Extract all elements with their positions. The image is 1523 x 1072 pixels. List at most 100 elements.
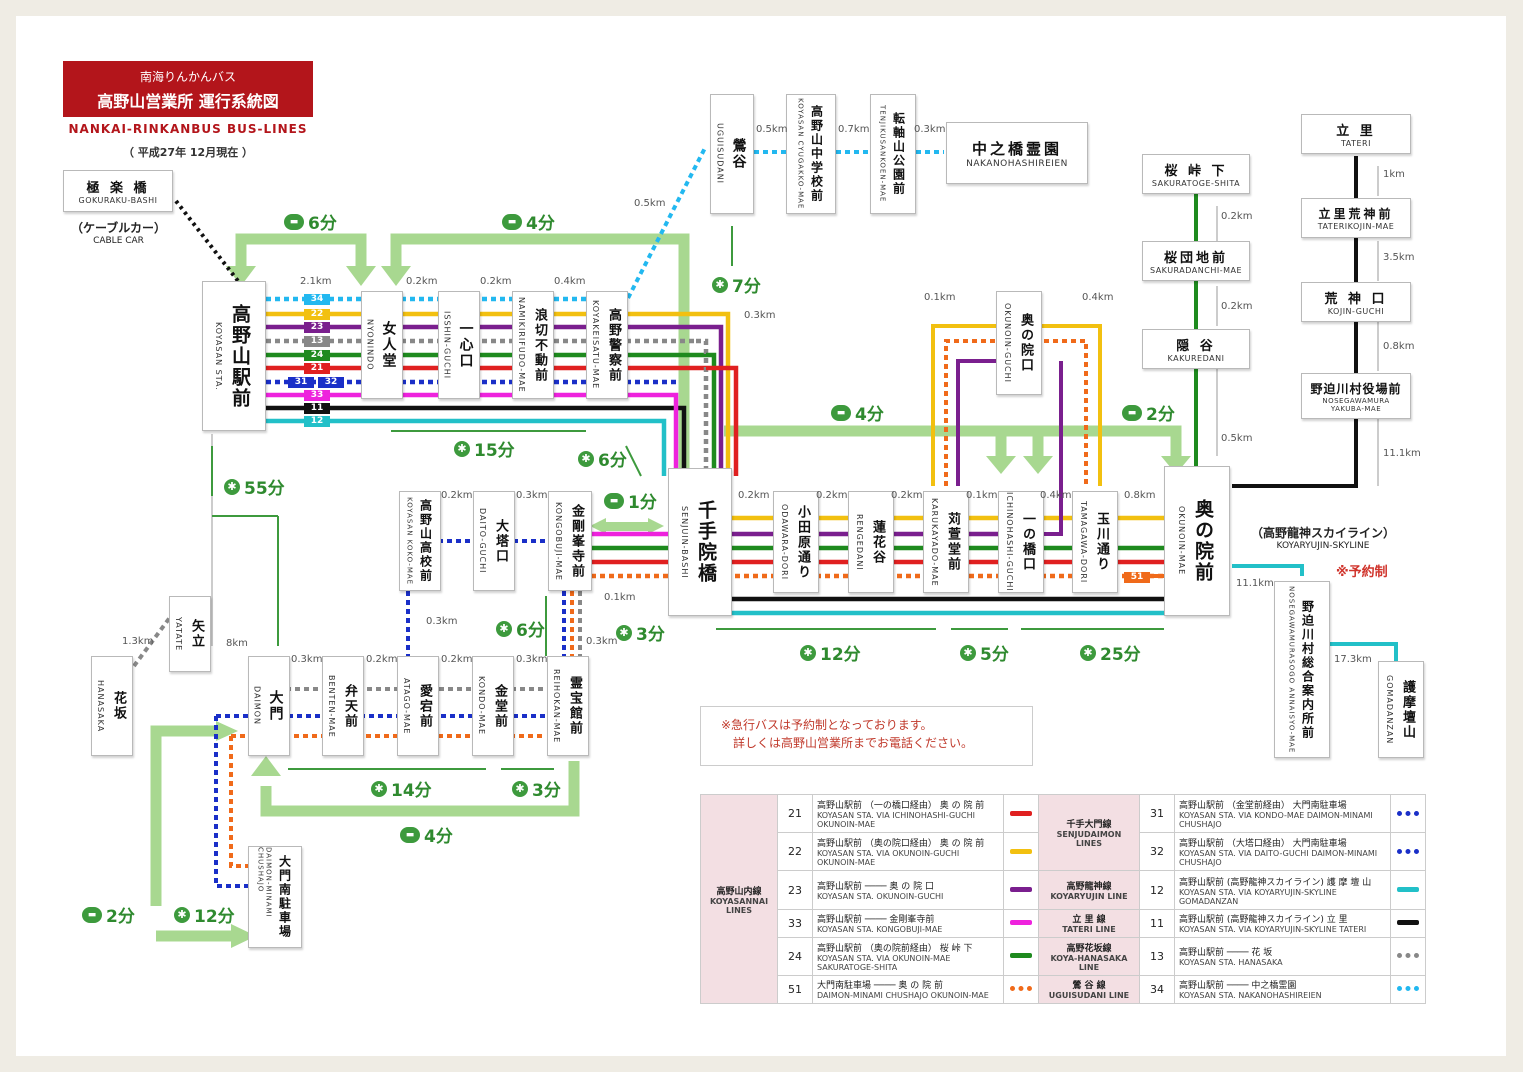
- stop-kongobuji[interactable]: 金剛峯寺前 KONGOBUJI-MAE: [548, 491, 592, 591]
- stop-daito[interactable]: 大塔口 DAITO-GUCHI: [473, 491, 515, 591]
- legend-swatch-cell: [1002, 832, 1039, 872]
- bus-time: ▬1分: [604, 488, 657, 513]
- stop-senjuin[interactable]: 千手院橋 SENJUIN-BASHI: [668, 468, 732, 616]
- walk-markers: [211, 226, 1164, 770]
- legend-line-en: UGUISUDANI LINE: [1048, 991, 1130, 1001]
- stop-okunoin-mae[interactable]: 奥の院前 OKUNOIN-MAE: [1164, 466, 1230, 616]
- stop-romaji: YATATE: [174, 616, 183, 652]
- stop-chugakko[interactable]: 高野山中学校前 KOYASAN CYUGAKKO-MAE: [786, 94, 836, 214]
- stop-nakanohashi[interactable]: 中之橋霊園 NAKANOHASHIREIEN: [946, 122, 1088, 184]
- stop-romaji: NAMIKIRIFUDO-MAE: [517, 297, 526, 393]
- stop-odawara[interactable]: 小田原通り ODAWARA-DORI: [773, 491, 819, 593]
- stop-daimon[interactable]: 大門 DAIMON: [248, 656, 290, 756]
- stop-daimon-parking[interactable]: 大門南駐車場 DAIMON-MINAMI CHUSHAJO: [248, 846, 302, 948]
- stop-tateri[interactable]: 立 里 TATERI: [1301, 114, 1411, 154]
- legend-swatch-cell: [1390, 793, 1426, 834]
- arrow-heads: [216, 266, 1191, 948]
- stop-uguisudani[interactable]: 鶯谷 UGUISUDANI: [710, 94, 754, 214]
- stop-label: 高野山高校前: [418, 499, 433, 583]
- stop-rengedani[interactable]: 蓮花谷 RENGEDANI: [848, 491, 894, 593]
- stop-keisatsu[interactable]: 高野警察前 KOYAKEISATU-MAE: [586, 291, 628, 399]
- stop-yatate[interactable]: 矢立 YATATE: [169, 596, 211, 672]
- legend-route-en: KOYASAN STA. VIA OKUNOIN-MAE SAKURATOGE-…: [817, 953, 951, 972]
- stop-koyasan-koko[interactable]: 高野山高校前 KOYASAN KOKO-MAE: [399, 491, 441, 591]
- stop-romaji: OKUNOIN-GUCHI: [1003, 302, 1012, 383]
- transfer-arrows: [150, 233, 1182, 942]
- stop-tenjiku[interactable]: 転軸山公園前 TENJIKUSANKOEN-MAE: [870, 94, 916, 214]
- stop-romaji: ATAGO-MAE: [402, 677, 411, 735]
- uguisudani-line: [622, 145, 944, 307]
- distance-label: 0.4km: [1082, 292, 1114, 303]
- stop-hanasaka[interactable]: 花坂 HANASAKA: [91, 656, 133, 756]
- legend-route-ja: 高野山駅前 ──── 花 坂: [1178, 948, 1273, 959]
- stop-label: 中之橋霊園: [971, 139, 1062, 158]
- distance-label: 0.8km: [1383, 341, 1415, 352]
- stop-kondo[interactable]: 金堂前 KONDO-MAE: [472, 656, 514, 756]
- legend-route-number: 51: [777, 974, 813, 1005]
- stop-kakuredani[interactable]: 隠 谷 KAKUREDANI: [1142, 329, 1250, 369]
- reservation-note: ※予約制: [1336, 565, 1388, 580]
- stop-romaji: ODAWARA-DORI: [780, 503, 789, 581]
- walk-time: ✱25分: [1080, 640, 1141, 665]
- stop-gokuraku[interactable]: 極 楽 橋 GOKURAKU-BASHI: [63, 170, 173, 212]
- notice-line: ※急行バスは予約制となっております。: [721, 718, 933, 732]
- stop-karukaya[interactable]: 苅萱堂前 KARUKAYADO-MAE: [923, 491, 969, 593]
- distance-label: 0.2km: [1221, 211, 1253, 222]
- stop-atago[interactable]: 愛宕前 ATAGO-MAE: [397, 656, 439, 756]
- route-badge: 24: [304, 350, 330, 361]
- stop-label: 大塔口: [493, 518, 508, 564]
- stop-nosegawa-yakuba[interactable]: 野迫川村役場前 NOSEGAWAMURA YAKUBA-MAE: [1301, 373, 1411, 419]
- stop-ichinohashi[interactable]: 一の橋口 ICHINOHASHI-GUCHI: [998, 491, 1044, 593]
- cable-car-romaji: CABLE CAR: [93, 236, 144, 246]
- stop-isshin[interactable]: 一心口 ISSHIN-GUCHI: [438, 291, 480, 399]
- notice-line: 詳しくは高野山営業所までお電話ください。: [733, 736, 974, 750]
- legend-route-en: KOYASAN STA. VIA DAITO-GUCHI DAIMON-MINA…: [1178, 849, 1378, 868]
- cable-car-line: [174, 199, 240, 283]
- walker-icon: ✱: [800, 644, 816, 661]
- legend-route-en: KOYASAN STA. NAKANOHASHIREIEN: [1178, 991, 1322, 1001]
- legend-line-en: KOYA-HANASAKA LINE: [1050, 953, 1128, 972]
- route-badge: 11: [304, 403, 330, 414]
- stop-nosegawa-annai[interactable]: 野迫川村総合案内所前 NOSEGAWAMURASOGO ANNAISYO-MAE: [1274, 581, 1330, 758]
- stop-reihokan[interactable]: 霊宝館前 REIHOKAN-MAE: [547, 656, 589, 756]
- legend-swatch: [1009, 848, 1032, 854]
- walker-icon: ✱: [371, 780, 387, 797]
- stop-sakuratoge[interactable]: 桜 峠 下 SAKURATOGE-SHITA: [1142, 154, 1250, 194]
- bus-time: ▬4分: [502, 209, 555, 234]
- stop-namikiri[interactable]: 浪切不動前 NAMIKIRIFUDO-MAE: [512, 291, 554, 399]
- legend-route-en: KOYASAN STA. VIA KONDO-MAE DAIMON-MINAMI…: [1178, 811, 1373, 830]
- time-label: 2分: [1146, 405, 1175, 425]
- walker-icon: ✱: [496, 620, 512, 637]
- distance-label: 0.2km: [441, 490, 473, 501]
- stop-label: 奥の院前: [1192, 499, 1214, 583]
- stop-sakuradanchi[interactable]: 桜団地前 SAKURADANCHI-MAE: [1142, 241, 1250, 281]
- legend-swatch-cell: [1390, 908, 1426, 938]
- distance-label: 1.3km: [122, 636, 154, 647]
- legend-line-ja: 千手大門線: [1066, 820, 1112, 831]
- stop-taterikojin[interactable]: 立里荒神前 TATERIKOJIN-MAE: [1301, 198, 1411, 238]
- stop-romaji: NOSEGAWAMURASOGO ANNAISYO-MAE: [1287, 585, 1296, 754]
- legend-swatch-cell: [1002, 793, 1039, 834]
- stop-romaji: TATERIKOJIN-MAE: [1317, 222, 1395, 231]
- stop-benten[interactable]: 弁天前 BENTEN-MAE: [322, 656, 364, 756]
- stop-okunoin-guchi[interactable]: 奥の院口 OKUNOIN-GUCHI: [996, 291, 1042, 395]
- arrow-shaft: [604, 522, 650, 531]
- title-banner: 南海りんかんバス 高野山営業所 運行系統図: [63, 61, 313, 117]
- legend-swatch-cell: [1002, 908, 1039, 938]
- stop-romaji: HANASAKA: [96, 679, 105, 733]
- distance-label: 0.3km: [586, 636, 618, 647]
- distance-label: 0.2km: [816, 490, 848, 501]
- stop-nyonindo[interactable]: 女人堂 NYONINDO: [361, 291, 403, 399]
- legend-line-ja: 高野龍神線: [1066, 882, 1112, 892]
- legend-route-number: 24: [777, 936, 813, 976]
- stop-gomadanzan[interactable]: 護摩壇山 GOMADANZAN: [1378, 661, 1424, 758]
- stop-tamagawa[interactable]: 玉川通り TAMAGAWA-DORI: [1072, 491, 1118, 593]
- distance-label: 0.4km: [554, 276, 586, 287]
- stop-kojin[interactable]: 荒 神 口 KOJIN-GUCHI: [1301, 282, 1411, 322]
- stop-koyasan-sta[interactable]: 高野山駅前 KOYASAN STA.: [202, 281, 266, 431]
